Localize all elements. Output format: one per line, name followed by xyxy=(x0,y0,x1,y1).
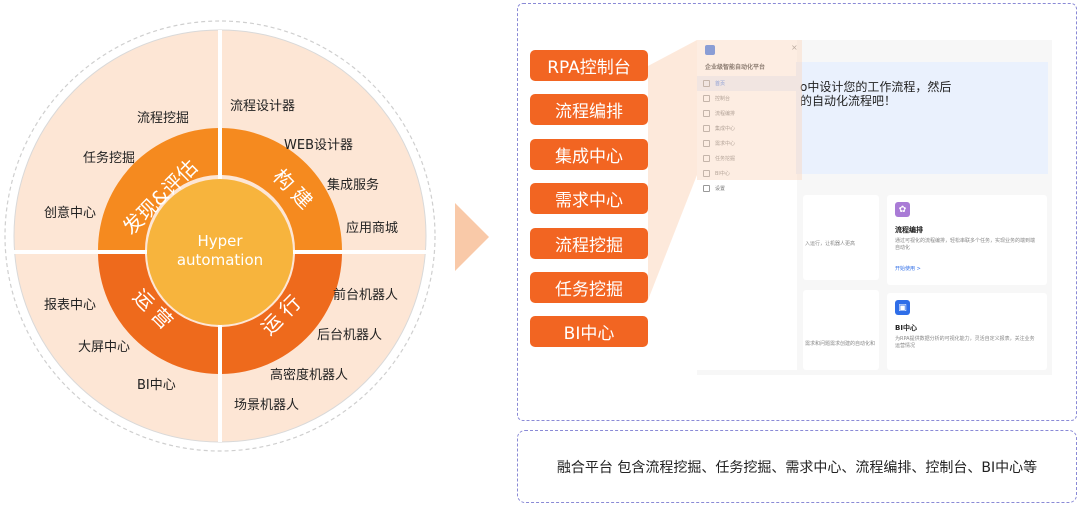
highlight-overlay xyxy=(697,40,802,180)
console-icon xyxy=(703,95,710,102)
sidebar-item-demand[interactable]: 需求中心 xyxy=(697,136,797,151)
welcome-banner xyxy=(796,62,1048,174)
app-title: 企业级智能自动化平台 xyxy=(705,64,766,71)
sidebar-item-label: 需求中心 xyxy=(715,141,736,147)
build-item: 集成服务 xyxy=(327,177,379,193)
run-item: 前台机器人 xyxy=(333,287,398,303)
app-sidebar: × 企业级智能自动化平台 首页 控制台 流程编排 集成中心 需求中心 任务挖掘 … xyxy=(697,40,798,370)
center-circle xyxy=(147,179,293,325)
center-line2: automation xyxy=(177,251,263,269)
module-button-process-orchestration[interactable]: 流程编排 xyxy=(530,94,648,126)
ring-operate xyxy=(98,254,218,374)
integration-icon xyxy=(703,125,710,132)
sidebar-item-label: 设置 xyxy=(715,186,726,192)
card-desc-fragment: 需求和问题需求创建的自动化和 xyxy=(805,341,876,347)
card-title: 流程编排 xyxy=(895,226,923,234)
module-button-task-mining[interactable]: 任务挖掘 xyxy=(530,271,648,303)
chart-icon xyxy=(703,170,710,177)
ring-build xyxy=(222,128,342,250)
card-title: BI中心 xyxy=(895,324,917,332)
flow-arrow xyxy=(455,203,489,271)
sidebar-item-console[interactable]: 控制台 xyxy=(697,91,797,106)
sidebar-item-label: 首页 xyxy=(715,81,726,87)
gear-icon xyxy=(703,185,710,192)
welcome-line1: o中设计您的工作流程，然后 xyxy=(800,80,952,94)
hyperautomation-wheel: Hyper automation 发现&评估 构建 运营 运行 流程挖掘 任务挖… xyxy=(4,20,436,452)
flower-icon: ✿ xyxy=(895,202,910,217)
demand-icon xyxy=(703,140,710,147)
card-desc-fragment: 入运行，让机器人更高 xyxy=(805,241,856,247)
card-link[interactable]: 开始使用 > xyxy=(895,266,921,272)
module-button-rpa-console[interactable]: RPA控制台 xyxy=(530,50,648,81)
welcome-text: o中设计您的工作流程，然后 的自动化流程吧！ xyxy=(800,80,951,108)
card-desc: 通过可视化的流程编排，轻松串联多个任务，实现业务的端到端自动化 xyxy=(895,238,1036,251)
feature-card-orchestration[interactable]: ✿ 流程编排 通过可视化的流程编排，轻松串联多个任务，实现业务的端到端自动化 开… xyxy=(887,195,1047,285)
feature-card-bi[interactable]: ▣ BI中心 为RPA提供数据分析的可视化能力，灵活自定义报表，关注业务运营情况 xyxy=(887,293,1047,370)
run-item: 后台机器人 xyxy=(317,328,382,343)
sidebar-item-bi[interactable]: BI中心 xyxy=(697,166,797,181)
build-item: 流程设计器 xyxy=(230,99,295,114)
module-button-bi-center[interactable]: BI中心 xyxy=(530,316,648,348)
app-logo-icon xyxy=(705,45,715,55)
platform-panel xyxy=(517,3,1077,421)
ring-run xyxy=(222,254,342,374)
discover-item: 创意中心 xyxy=(44,205,96,221)
sidebar-item-integration[interactable]: 集成中心 xyxy=(697,121,797,136)
sidebar-item-task-mining[interactable]: 任务挖掘 xyxy=(697,151,797,166)
operate-item: 大屏中心 xyxy=(78,340,130,355)
run-item: 场景机器人 xyxy=(234,398,299,413)
sidebar-item-settings[interactable]: 设置 xyxy=(697,181,797,196)
operate-item: 报表中心 xyxy=(44,298,96,313)
discover-item: 任务挖掘 xyxy=(83,150,135,166)
bi-icon: ▣ xyxy=(895,300,910,315)
flow-icon xyxy=(703,110,710,117)
mining-icon xyxy=(703,155,710,162)
center-line1: Hyper xyxy=(197,232,243,250)
ring-discover xyxy=(98,128,218,250)
build-item: 应用商城 xyxy=(346,220,398,236)
module-button-integration-center[interactable]: 集成中心 xyxy=(530,138,648,170)
sidebar-item-home[interactable]: 首页 xyxy=(697,76,797,91)
platform-caption: 融合平台 包含流程挖掘、任务挖掘、需求中心、流程编排、控制台、BI中心等 xyxy=(517,430,1077,503)
card-desc: 为RPA提供数据分析的可视化能力，灵活自定义报表，关注业务运营情况 xyxy=(895,336,1035,349)
module-button-process-mining[interactable]: 流程挖掘 xyxy=(530,227,648,259)
sidebar-item-label: 集成中心 xyxy=(715,126,736,132)
run-item: 高密度机器人 xyxy=(270,367,348,383)
operate-item: BI中心 xyxy=(137,378,176,393)
sidebar-item-orchestration[interactable]: 流程编排 xyxy=(697,106,797,121)
welcome-line2: 的自动化流程吧！ xyxy=(800,94,897,108)
sidebar-item-label: 控制台 xyxy=(715,96,731,102)
module-button-demand-center[interactable]: 需求中心 xyxy=(530,183,648,215)
sidebar-menu: 首页 控制台 流程编排 集成中心 需求中心 任务挖掘 BI中心 设置 xyxy=(697,76,797,196)
home-icon xyxy=(703,80,710,87)
sidebar-item-label: 任务挖掘 xyxy=(715,156,736,162)
feature-card-partial[interactable] xyxy=(803,195,879,280)
build-item: WEB设计器 xyxy=(284,138,353,153)
module-button-list: RPA控制台 流程编排 集成中心 需求中心 流程挖掘 任务挖掘 BI中心 xyxy=(530,50,648,361)
feature-card-partial[interactable] xyxy=(803,290,879,370)
sidebar-item-label: 流程编排 xyxy=(715,111,736,117)
outer-dashed-ring xyxy=(4,20,436,452)
close-icon[interactable]: × xyxy=(791,43,798,52)
discover-item: 流程挖掘 xyxy=(137,111,189,126)
sidebar-item-label: BI中心 xyxy=(715,171,730,177)
